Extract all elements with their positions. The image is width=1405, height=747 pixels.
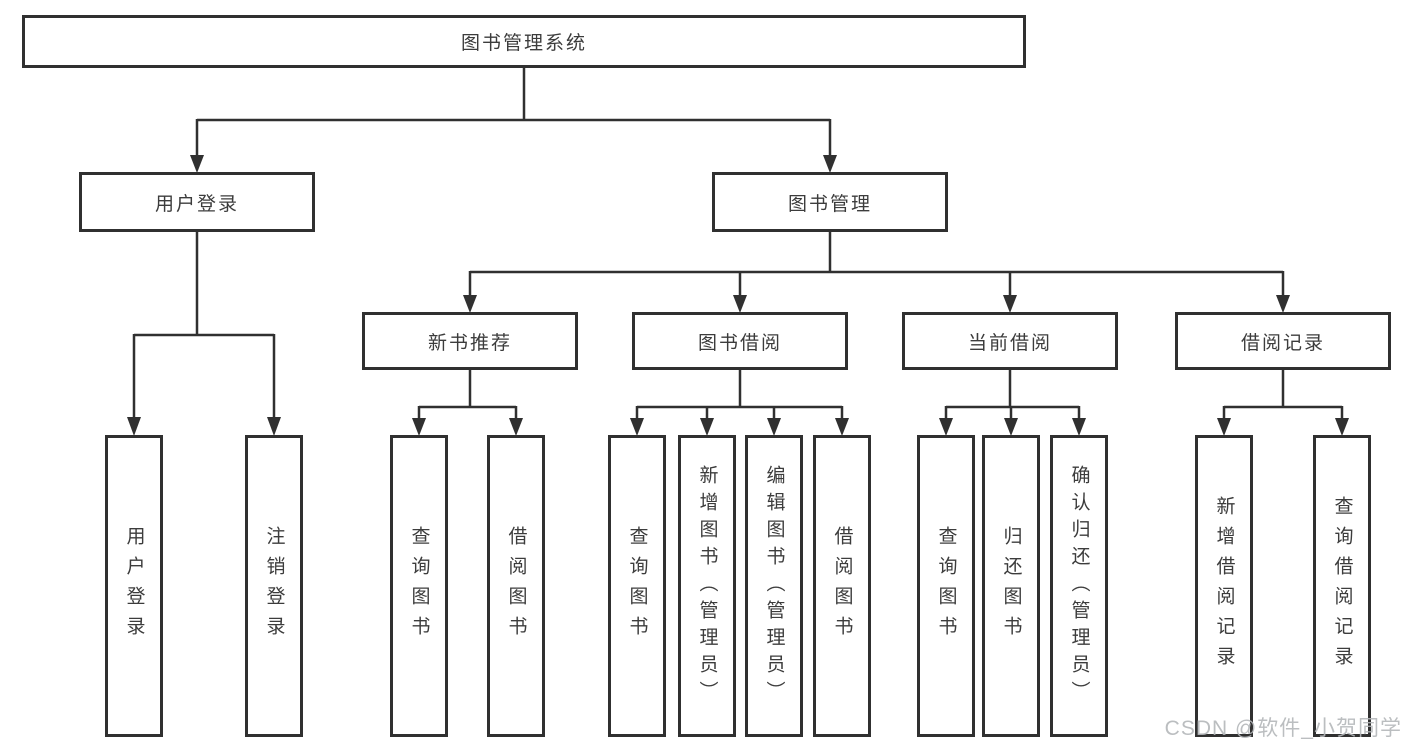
leaf-query-books-current: 查询图书 <box>917 435 975 737</box>
leaf-query-books-borrowing: 查询图书 <box>608 435 666 737</box>
node-label: 查询图书 <box>408 526 430 646</box>
node-label: 图书借阅 <box>697 332 782 354</box>
node-label: 用户登录 <box>154 193 239 215</box>
leaf-user-login: 用户登录 <box>105 435 163 737</box>
node-borrowing-records: 借阅记录 <box>1175 312 1391 370</box>
node-label: 借阅图书 <box>831 526 853 646</box>
node-new-book-recommendation: 新书推荐 <box>362 312 578 370</box>
node-label: 查询图书 <box>935 526 957 646</box>
leaf-add-borrow-record: 新增借阅记录 <box>1195 435 1253 737</box>
leaf-confirm-return-admin: 确认归还（管理员） <box>1050 435 1108 737</box>
leaf-add-books-admin: 新增图书（管理员） <box>678 435 736 737</box>
node-current-borrowing: 当前借阅 <box>902 312 1118 370</box>
leaf-borrow-books: 借阅图书 <box>813 435 871 737</box>
arrowheads <box>127 155 1349 436</box>
node-label: 查询借阅记录 <box>1331 496 1353 676</box>
node-label: 查询图书 <box>626 526 648 646</box>
node-label: 编辑图书（管理员） <box>763 464 785 708</box>
node-label: 当前借阅 <box>967 332 1052 354</box>
leaf-query-books-recommend: 查询图书 <box>390 435 448 737</box>
node-book-borrowing: 图书借阅 <box>632 312 848 370</box>
node-label: 新增图书（管理员） <box>696 464 718 708</box>
leaf-edit-books-admin: 编辑图书（管理员） <box>745 435 803 737</box>
leaf-query-borrow-record: 查询借阅记录 <box>1313 435 1371 737</box>
node-book-management-module: 图书管理 <box>712 172 948 232</box>
node-label: 新书推荐 <box>427 332 512 354</box>
node-label: 图书管理系统 <box>460 33 587 54</box>
leaf-logout: 注销登录 <box>245 435 303 737</box>
leaf-borrow-books-recommend: 借阅图书 <box>487 435 545 737</box>
node-label: 图书管理 <box>787 193 872 215</box>
node-label: 确认归还（管理员） <box>1068 464 1090 708</box>
node-user-login-module: 用户登录 <box>79 172 315 232</box>
node-label: 借阅记录 <box>1240 332 1325 354</box>
node-label: 归还图书 <box>1000 526 1022 646</box>
node-label: 新增借阅记录 <box>1213 496 1235 676</box>
node-label: 用户登录 <box>123 526 145 646</box>
node-label: 注销登录 <box>263 526 285 646</box>
node-root-system: 图书管理系统 <box>22 15 1026 68</box>
node-label: 借阅图书 <box>505 526 527 646</box>
leaf-return-books: 归还图书 <box>982 435 1040 737</box>
